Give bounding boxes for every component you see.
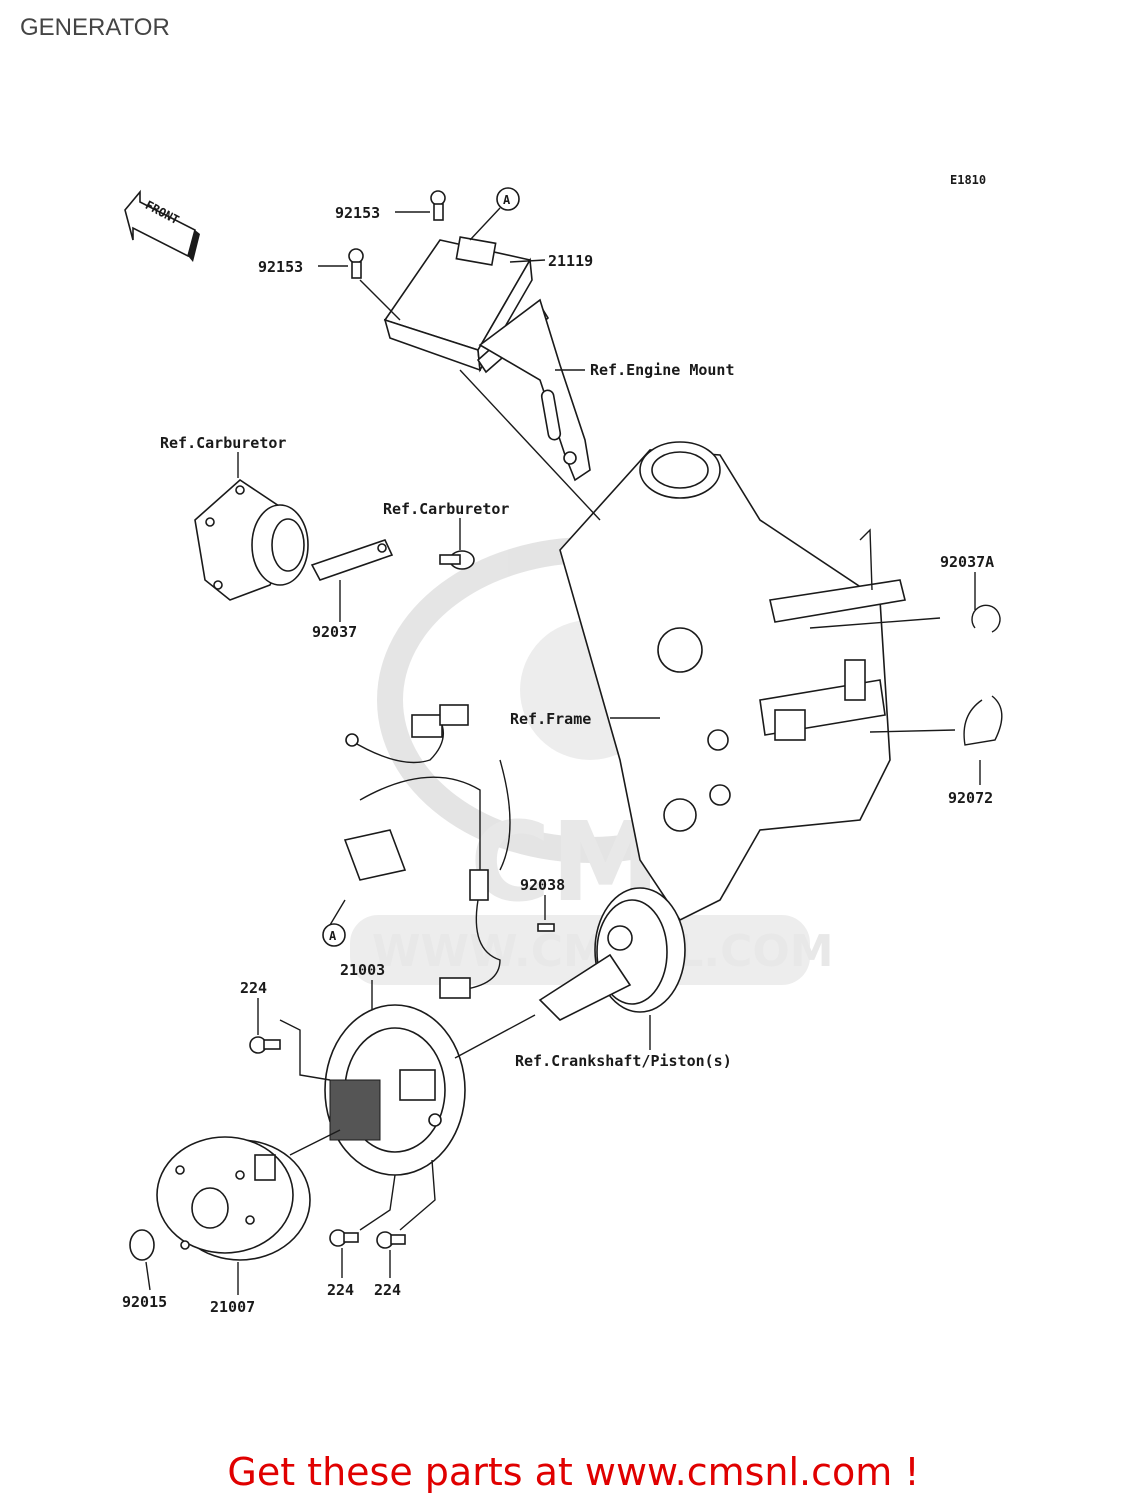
- clamp-92037: [310, 539, 394, 581]
- marker-a-bottom-label: A: [329, 929, 337, 943]
- callout-92072: 92072: [948, 789, 993, 807]
- key-92038: [537, 923, 555, 932]
- callout-224-bottom-right: 224: [374, 1281, 401, 1299]
- callout-224-bottom-left: 224: [327, 1281, 354, 1299]
- diagram-code: E1810: [950, 173, 986, 187]
- cdi-unit: [383, 236, 591, 482]
- callout-ref-carburetor-2: Ref.Carburetor: [383, 500, 509, 518]
- callout-ref-frame: Ref.Frame: [510, 710, 591, 728]
- callout-92153-top: 92153: [335, 204, 380, 222]
- callout-21119: 21119: [548, 252, 593, 270]
- wiring-harness: [343, 704, 511, 999]
- front-arrow-icon: FRONT: [124, 189, 200, 262]
- callout-92037: 92037: [312, 623, 357, 641]
- marker-a-top: A: [496, 187, 520, 211]
- stator: [324, 1004, 466, 1176]
- marker-a-bottom: A: [322, 923, 346, 947]
- leader-lines: [145, 207, 981, 1295]
- callout-92153-left: 92153: [258, 258, 303, 276]
- callout-92038: 92038: [520, 876, 565, 894]
- callout-21003: 21003: [340, 961, 385, 979]
- carburetor-holder: [194, 478, 309, 601]
- bolt-92153-left: [348, 248, 364, 279]
- callout-92015: 92015: [122, 1293, 167, 1311]
- callout-224-top: 224: [240, 979, 267, 997]
- bolt-ref-carburetor: [439, 550, 475, 570]
- bolt-224-bottom-left: [329, 1229, 359, 1247]
- callout-92037A: 92037A: [940, 553, 994, 571]
- page-title: GENERATOR: [20, 14, 170, 41]
- frame: [559, 441, 906, 922]
- callout-21007: 21007: [210, 1298, 255, 1316]
- rotor: [156, 1136, 311, 1261]
- crankshaft: [538, 887, 686, 1021]
- callout-ref-engine-mount: Ref.Engine Mount: [590, 361, 735, 379]
- nut-92015: [129, 1229, 155, 1261]
- clip-92037A: [971, 604, 1001, 633]
- footer-link[interactable]: Get these parts at www.cmsnl.com !: [227, 1450, 920, 1494]
- clip-92072: [963, 695, 1003, 746]
- callout-ref-crankshaft: Ref.Crankshaft/Piston(s): [515, 1052, 732, 1070]
- bolt-92153-top: [430, 190, 446, 221]
- bolt-224-bottom-right: [376, 1231, 406, 1249]
- callout-ref-carburetor-1: Ref.Carburetor: [160, 434, 286, 452]
- bolt-224-top: [249, 1036, 281, 1054]
- marker-a-top-label: A: [503, 193, 511, 207]
